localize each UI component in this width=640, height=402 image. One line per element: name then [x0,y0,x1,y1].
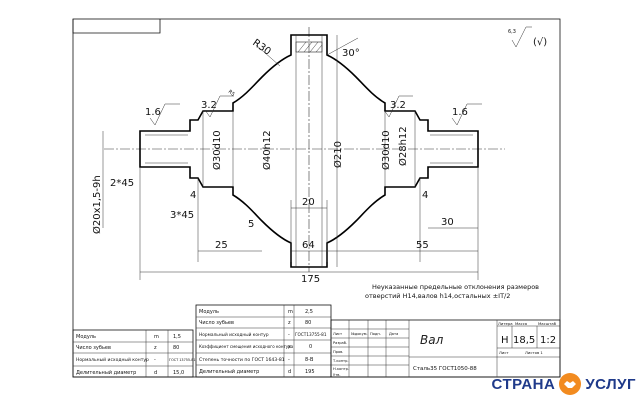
len55-label: 55 [416,240,429,251]
tooth-hatch-lines [297,41,323,53]
st-name-3: Делительный диаметр [76,369,136,376]
gt-val-3: 0 [309,344,312,350]
gt-sym-0: m [288,309,293,315]
gt-sym-2: - [288,332,290,338]
col-lit: Литера [498,321,513,326]
st-val-3: 15,0 [173,370,184,376]
tb-row-2: Пров. [333,350,343,354]
st-val-0: 1,5 [173,334,181,340]
tb-hdr-2: Подп. [370,332,381,336]
gt-val-2: ГОСТ13755-81 [295,332,327,337]
small-table [73,330,193,377]
gear-table [195,304,332,378]
part-name: Вал [420,333,444,347]
roughness-left-16-icon [149,103,180,126]
rough16-left: 1.6 [145,107,161,118]
col-scale: Масштаб [538,321,557,326]
thread-label: Ø20x1,5-9h [91,175,103,234]
len5-label: 5 [248,219,254,230]
tb-hdr-3: Дата [389,332,398,336]
gt-name-0: Модуль [199,309,219,315]
gt-name-4: Степень точности по ГОСТ 1643-81 [199,357,285,363]
gt-sym-5: d [288,369,291,375]
note-line-1: Неуказанные предельные отклонения размер… [372,283,539,291]
st-sym-3: d [154,370,157,376]
tb-hdr-0: Лист [333,332,342,336]
watermark-right: УСЛУГ [585,375,636,393]
d30-right-label: Ø30d10 [380,130,392,170]
gt-val-5: 195 [305,369,315,375]
roughness-right-32-icon [383,95,413,118]
st-val-2: ГОСТ 13755-81 [169,358,196,362]
len175-label: 175 [301,274,320,285]
rough16-right: 1.6 [452,107,468,118]
roughness-right-16-icon [451,103,482,126]
ch3-label: 3*45 [170,210,194,221]
note-line-2: отверстий H14,валов h14,остальных ±IT/2 [365,292,510,300]
st-name-2: Нормальный исходный контур [76,356,149,363]
len30-label: 30 [441,217,454,228]
tb-hdr-1: №докум. [351,332,368,336]
rough32-right: 3.2 [390,100,406,111]
sheet-label: Лист [499,350,509,355]
gt-val-1: 80 [305,320,311,326]
d40-label: Ø40h12 [261,130,273,170]
st-sym-1: z [154,345,157,351]
rough-other-label: (√) [533,37,547,48]
ch2-label: 2*45 [110,178,134,189]
st-val-1: 80 [173,345,179,351]
material: Сталь35 ГОСТ1050-88 [413,366,477,372]
watermark: СТРАНА УСЛУГ [492,372,636,396]
st-name-0: Модуль [76,334,96,340]
sheet-frame [72,18,561,378]
r5-label: R5 [227,89,236,98]
handshake-icon [559,373,582,395]
d28-label: Ø28h12 [397,126,409,166]
len25-label: 25 [215,240,228,251]
st-name-1: Число зубьев [76,345,111,351]
tb-row-4: Н.контр. [333,367,349,371]
rough32-left: 3.2 [201,100,217,111]
roughness-general-icon [511,26,532,48]
st-sym-0: m [154,334,159,340]
roughness-left-32-icon [204,95,234,118]
gt-val-0: 2,5 [305,309,313,315]
angle-label: 30° [342,48,360,59]
gt-name-1: Число зубьев [199,320,234,326]
dim-angle-line [326,37,359,56]
r30-leader [255,44,281,67]
gt-name-2: Нормальный исходный контур [199,331,269,338]
d210-label: Ø210 [332,141,344,168]
scale: 1:2 [540,335,556,346]
d30-left-label: Ø30d10 [211,130,223,170]
mass: 18,5 [513,335,535,346]
gt-sym-4: - [288,357,290,363]
gt-sym-1: z [288,320,291,326]
tb-row-3: Т.контр. [332,359,349,363]
r30-label: R30 [250,37,272,57]
tooth-hatch [295,41,323,53]
letter: Н [501,335,509,346]
col-mass: Масса [515,321,527,326]
gt-sym-3: x [288,344,291,350]
gt-name-3: Коэффициент смещения исходного контура [199,344,294,349]
rough-general-label: 6,3 [508,29,516,35]
gt-val-4: 8-В [305,357,314,363]
watermark-left: СТРАНА [491,375,556,393]
st-sym-2: - [154,357,156,363]
title-block-grid [330,319,561,378]
gt-name-5: Делительный диаметр [199,368,259,375]
tb-row-5: Утв. [333,373,341,377]
top-left-tab [72,19,161,34]
len64-label: 64 [302,240,315,251]
sheets-label: Листов 1 [525,350,543,355]
tb-row-1: Разраб. [333,341,347,345]
small-frame-left [72,329,194,378]
len20-label: 20 [302,197,315,208]
len4-left: 4 [190,190,196,201]
len4-right: 4 [422,190,428,201]
